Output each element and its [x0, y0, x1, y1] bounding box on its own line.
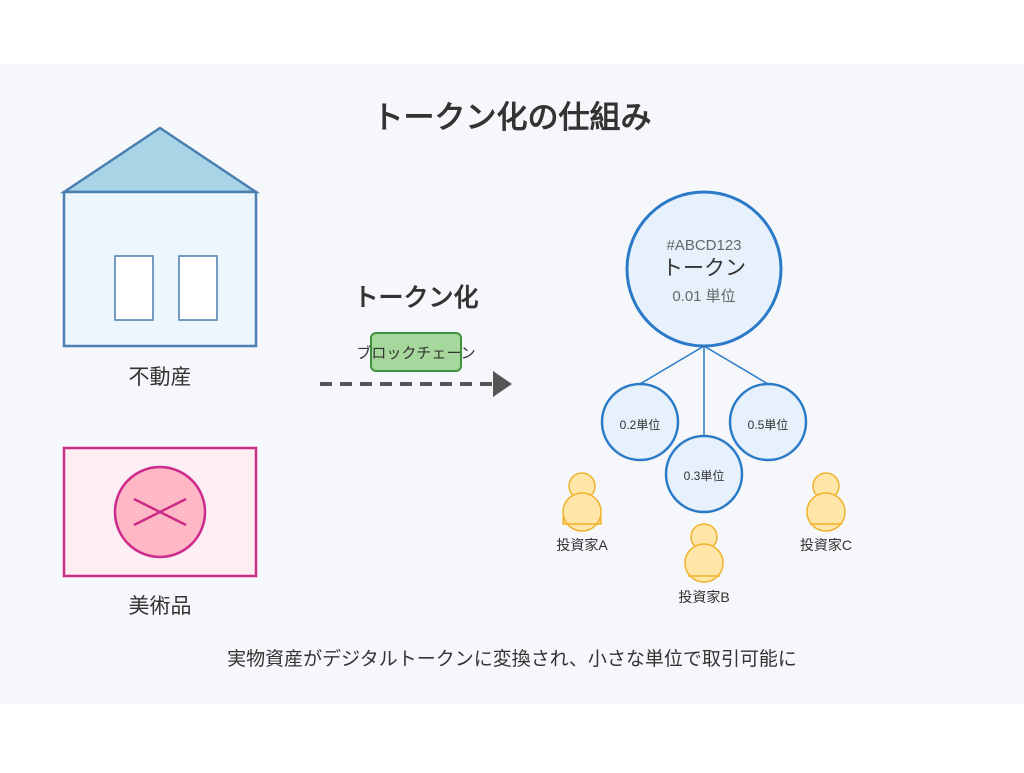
diagram-title: トークン化の仕組み — [373, 100, 652, 135]
house-window-right — [178, 255, 218, 321]
diagram-caption: 実物資産がデジタルトークンに変換され、小さな単位で取引可能に — [227, 648, 797, 670]
fraction-label: 0.3単位 — [684, 468, 725, 483]
tokenization-label: トークン化 — [353, 284, 478, 312]
investor-label: 投資家B — [678, 589, 729, 605]
investor-icon — [806, 472, 846, 532]
fraction-label: 0.5単位 — [748, 417, 789, 432]
token-connectors — [639, 345, 769, 436]
artwork-label: 美術品 — [129, 595, 192, 618]
house-body — [62, 190, 258, 348]
investor-icon — [684, 523, 724, 583]
fraction-label: 0.2単位 — [620, 417, 661, 432]
house-window-left — [114, 255, 154, 321]
fraction-circle — [664, 434, 744, 514]
blockchain-box — [370, 332, 462, 372]
blockchain-label: ブロックチェーン — [356, 344, 475, 362]
arrow-right-icon — [493, 371, 512, 397]
connector-line — [703, 345, 769, 385]
artwork-icon — [62, 446, 258, 578]
token-name: トークン — [662, 257, 746, 280]
investor-icon — [562, 472, 602, 532]
token-circle — [625, 190, 783, 348]
token-unit: 0.01 単位 — [672, 288, 735, 305]
artwork-cross-line — [133, 497, 187, 527]
connector-line — [639, 345, 705, 385]
investor-label: 投資家A — [556, 537, 608, 553]
real-estate-label: 不動産 — [129, 366, 192, 389]
fraction-circle — [600, 382, 680, 462]
house-icon — [59, 126, 261, 348]
investor-label: 投資家C — [800, 537, 852, 553]
token-id: #ABCD123 — [666, 237, 741, 254]
fraction-circle — [728, 382, 808, 462]
